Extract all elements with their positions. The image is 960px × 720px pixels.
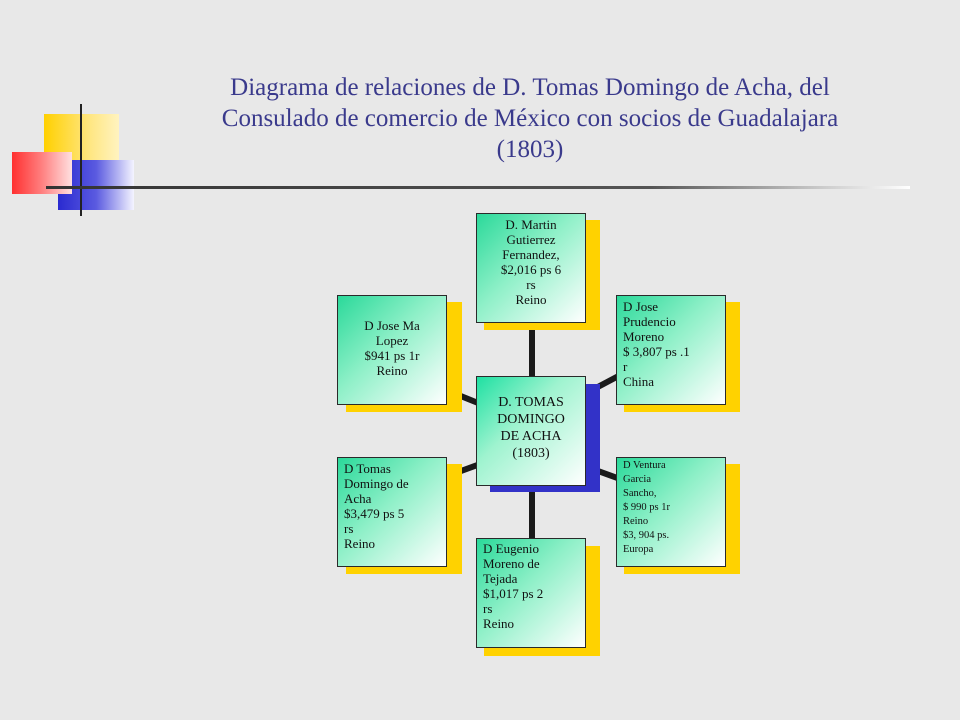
node-line: $2,016 ps 6: [500, 262, 562, 277]
node-line: D Tomas: [344, 461, 391, 476]
center-line: DOMINGO: [497, 412, 565, 427]
node-line: rs: [344, 521, 354, 536]
node-tomas-domingo: D Tomas Domingo de Acha $3,479 ps 5 rs R…: [337, 457, 447, 567]
node-line: Moreno de: [483, 556, 540, 571]
node-line: Sancho,: [623, 488, 657, 499]
node-line: Moreno: [623, 329, 665, 344]
node-line: Europa: [623, 544, 654, 555]
node-line: Domingo de: [344, 476, 409, 491]
connector-bottom: [529, 484, 535, 540]
center-line: D. TOMAS: [498, 395, 564, 410]
node-line: D Jose Ma: [364, 318, 420, 333]
node-ventura-garcia-sancho: D Ventura Garcia Sancho, $ 990 ps 1r Rei…: [616, 457, 726, 567]
node-line: $ 3,807 ps .1: [623, 344, 690, 359]
connector-top: [529, 322, 535, 378]
node-jose-ma-lopez: D Jose Ma Lopez $941 ps 1r Reino: [337, 295, 447, 405]
page-title: Diagrama de relaciones de D. Tomas Domin…: [150, 72, 910, 165]
node-line: Reino: [344, 536, 376, 551]
node-line: Reino: [623, 516, 649, 527]
node-line: $ 990 ps 1r: [623, 502, 670, 513]
node-line: Reino: [376, 363, 408, 378]
title-line-3: (1803): [496, 136, 564, 163]
node-line: China: [623, 374, 655, 389]
node-line: r: [623, 359, 628, 374]
node-line: D Ventura: [623, 460, 666, 471]
center-line: (1803): [512, 446, 550, 461]
node-line: D Eugenio: [483, 541, 539, 556]
decor-vertical-line: [80, 104, 82, 216]
node-line: Lopez: [375, 333, 409, 348]
node-line: Tejada: [483, 571, 518, 586]
node-martin-gutierrez: D. Martin Gutierrez Fernandez, $2,016 ps…: [476, 213, 586, 323]
node-line: rs: [526, 277, 536, 292]
center-line: DE ACHA: [500, 429, 562, 444]
title-line-2: Consulado de comercio de México con soci…: [221, 105, 839, 132]
node-eugenio-moreno: D Eugenio Moreno de Tejada $1,017 ps 2 r…: [476, 538, 586, 648]
node-line: Reino: [483, 616, 515, 631]
node-line: Acha: [344, 491, 372, 506]
node-line: Reino: [515, 292, 547, 307]
node-line: D. Martin: [505, 217, 557, 232]
node-line: Garcia: [623, 474, 651, 485]
node-line: $941 ps 1r: [364, 348, 420, 363]
node-line: $3,479 ps 5: [344, 506, 405, 521]
decor-horizontal-rule: [46, 186, 910, 189]
node-line: $1,017 ps 2: [483, 586, 544, 601]
node-line: Gutierrez: [506, 232, 556, 247]
node-line: Fernandez,: [502, 247, 560, 262]
node-jose-prudencio-moreno: D Jose Prudencio Moreno $ 3,807 ps .1 r …: [616, 295, 726, 405]
title-line-1: Diagrama de relaciones de D. Tomas Domin…: [230, 74, 830, 101]
node-line: D Jose: [623, 299, 659, 314]
node-line: $3, 904 ps.: [623, 530, 670, 541]
node-center-tomas-domingo-de-acha: D. TOMAS DOMINGO DE ACHA (1803): [476, 376, 586, 486]
node-line: Prudencio: [623, 314, 676, 329]
node-line: rs: [483, 601, 493, 616]
